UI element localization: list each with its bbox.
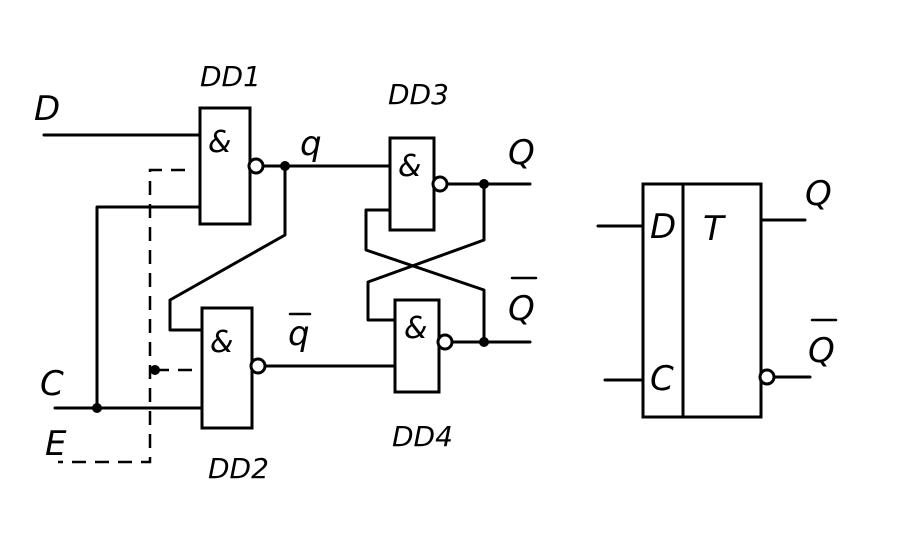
label-e: E <box>45 424 67 464</box>
gate-dd1 <box>198 106 252 226</box>
dd1-inverter-bubble <box>247 157 265 175</box>
label-q-out: Q <box>508 133 535 173</box>
symbol-label-q-bar: Q <box>808 331 835 371</box>
label-c: C <box>40 364 64 404</box>
symbol-label-c: C <box>650 359 674 399</box>
junction-e <box>150 365 160 375</box>
label-q-bar-net: q <box>288 314 310 354</box>
dd2-inverter-bubble <box>249 357 267 375</box>
label-dd2: DD2 <box>208 452 269 485</box>
wire-q-to-dd2 <box>168 164 287 332</box>
label-q-bar-out: Q <box>508 289 535 329</box>
label-d: D <box>34 89 60 129</box>
junction-c <box>92 403 102 413</box>
dd1-and-symbol: & <box>208 125 231 160</box>
latch-symbol-box <box>641 182 763 419</box>
dd3-inverter-bubble <box>431 175 449 193</box>
wire-cross-q-to-dd4 <box>366 182 486 322</box>
gate-dd4 <box>393 298 441 394</box>
symbol-label-d: D <box>650 207 676 247</box>
label-dd3: DD3 <box>388 78 449 111</box>
dd2-and-symbol: & <box>210 325 233 360</box>
wire-c-to-dd1 <box>95 205 202 410</box>
wire-cross-qbar-to-dd3 <box>364 208 486 344</box>
dd4-inverter-bubble <box>436 333 454 351</box>
wire-e-dashed <box>58 168 185 464</box>
label-dd1: DD1 <box>200 60 261 93</box>
symbol-inverter-bubble <box>758 368 776 386</box>
gate-dd3 <box>388 136 436 232</box>
symbol-label-q: Q <box>805 174 832 214</box>
label-dd4: DD4 <box>392 420 453 453</box>
symbol-label-t: T <box>703 209 726 249</box>
dd3-and-symbol: & <box>398 149 421 184</box>
label-q-net: q <box>300 124 322 164</box>
dd4-and-symbol: & <box>404 311 427 346</box>
